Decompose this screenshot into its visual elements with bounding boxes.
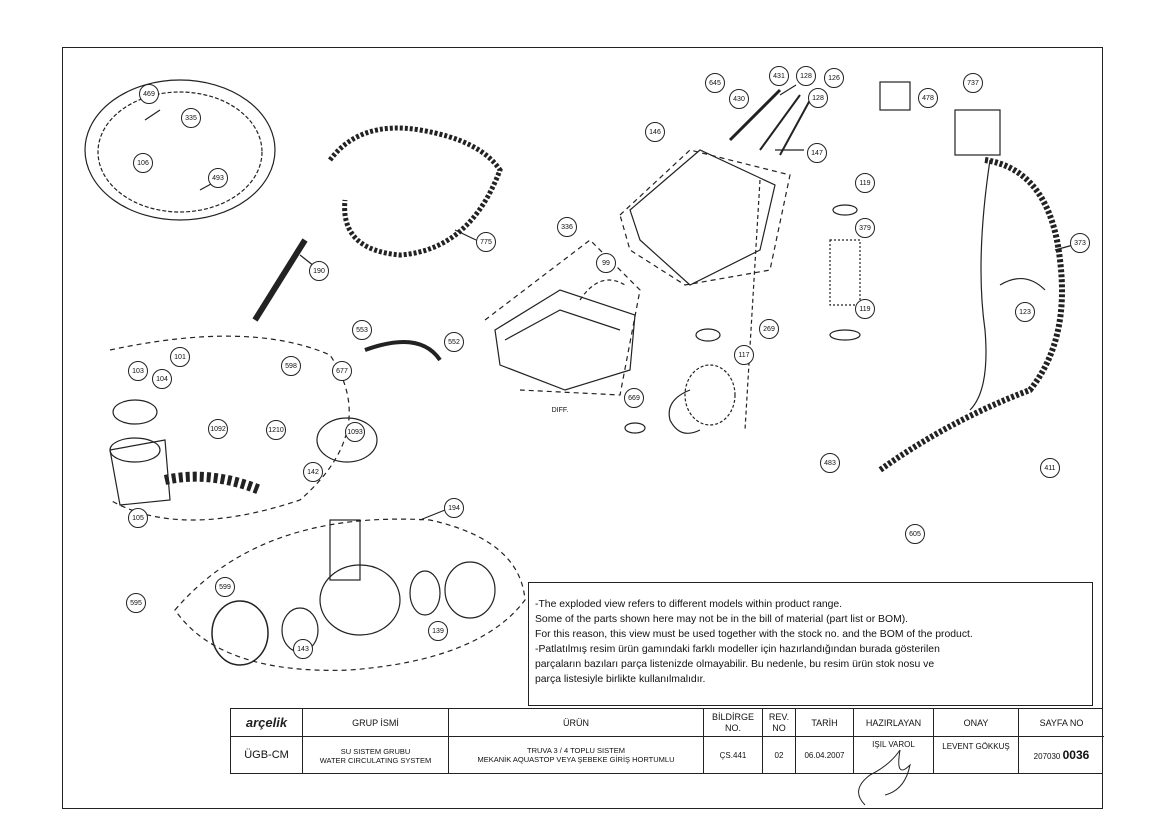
- header-bildirge-line2: NO.: [724, 723, 741, 733]
- callout-411: 411: [1040, 458, 1060, 478]
- exploded-view-notice: -The exploded view refers to different m…: [528, 582, 1093, 706]
- detergent-drawer-part: [494, 289, 636, 391]
- callout-126: 126: [824, 68, 844, 88]
- header-hazirlayan: HAZIRLAYAN: [854, 709, 934, 737]
- callout-119: 119: [855, 173, 875, 193]
- callout-478: 478: [918, 88, 938, 108]
- callout-146: 146: [645, 122, 665, 142]
- callout-106: 106: [133, 153, 153, 173]
- product-line1: TRUVA 3 / 4 TOPLU SISTEM: [527, 746, 625, 755]
- callout-147: 147: [807, 143, 827, 163]
- callout-190: 190: [309, 261, 329, 281]
- group-name-tr: SU SISTEM GRUBU: [340, 747, 411, 756]
- callout-99: 99: [596, 253, 616, 273]
- callout-269: 269: [759, 319, 779, 339]
- callout-123: 123: [1015, 302, 1035, 322]
- group-name: SU SISTEM GRUBU WATER CIRCULATING SYSTEM: [303, 737, 449, 774]
- callout-469: 469: [139, 84, 159, 104]
- callout-104: 104: [152, 369, 172, 389]
- callout-1210: 1210: [266, 420, 286, 440]
- header-grup-ismi: GRUP İSMİ: [303, 709, 449, 737]
- callout-128: 128: [808, 88, 828, 108]
- notice-en-1: -The exploded view refers to different m…: [535, 599, 843, 610]
- prepared-by-value: IŞIL VAROL: [854, 737, 934, 774]
- callout-737: 737: [963, 73, 983, 93]
- callout-101: 101: [170, 347, 190, 367]
- callout-335: 335: [181, 108, 201, 128]
- header-onay: ONAY: [934, 709, 1019, 737]
- callout-669: 669: [624, 388, 644, 408]
- callout-379: 379: [855, 218, 875, 238]
- callout-194: 194: [444, 498, 464, 518]
- bildirge-value: ÇS.441: [704, 737, 763, 774]
- callout-143: 143: [293, 639, 313, 659]
- header-rev: REV. NO: [763, 709, 796, 737]
- header-bildirge: BİLDİRGE NO.: [704, 709, 763, 737]
- notice-tr-3: parça listesiyle birlikte kullanılmalıdı…: [535, 674, 706, 685]
- callout-645: 645: [705, 73, 725, 93]
- page-num: 0036: [1062, 748, 1090, 762]
- drain-hose-part: [328, 125, 503, 258]
- header-rev-line2: NO: [772, 723, 786, 733]
- notice-en-3: For this reason, this view must be used …: [535, 629, 973, 640]
- callout-128: 128: [796, 66, 816, 86]
- product-line2: MEKANİK AQUASTOP VEYA ŞEBEKE GİRİŞ HORTU…: [477, 755, 675, 764]
- callout-431: 431: [769, 66, 789, 86]
- page-prefix: 207030: [1033, 752, 1061, 761]
- header-tarih: TARİH: [796, 709, 854, 737]
- page-number: 207030 0036: [1019, 737, 1104, 774]
- header-sayfa-no: SAYFA NO: [1019, 709, 1104, 737]
- callout-103: 103: [128, 361, 148, 381]
- rev-value: 02: [763, 737, 796, 774]
- callout-493: 493: [208, 168, 228, 188]
- inlet-hose-part: [878, 157, 1065, 473]
- pump-outline: [174, 518, 526, 671]
- callout-diff: DIFF.: [551, 407, 569, 414]
- callout-119: 119: [855, 299, 875, 319]
- callout-605: 605: [905, 524, 925, 544]
- callout-595: 595: [126, 593, 146, 613]
- callout-775: 775: [476, 232, 496, 252]
- notice-tr-1: -Patlatılmış resim ürün gamındaki farklı…: [535, 644, 940, 655]
- callout-139: 139: [428, 621, 448, 641]
- callout-599: 599: [215, 577, 235, 597]
- drawer-housing-part: [629, 149, 776, 286]
- callout-677: 677: [332, 361, 352, 381]
- title-block: arçelik GRUP İSMİ ÜRÜN BİLDİRGE NO. REV.…: [230, 708, 1104, 774]
- callout-117: 117: [734, 345, 754, 365]
- callout-105: 105: [128, 508, 148, 528]
- approved-by-value: LEVENT GÖKKUŞ: [934, 737, 1019, 774]
- callout-598: 598: [281, 356, 301, 376]
- hose-ring-part: [84, 79, 276, 221]
- group-name-en: WATER CIRCULATING SYSTEM: [319, 756, 432, 765]
- header-urun: ÜRÜN: [449, 709, 704, 737]
- brand-logo: arçelik: [231, 709, 303, 737]
- filter-housing-part: [109, 439, 171, 506]
- date-value: 06.04.2007: [796, 737, 854, 774]
- product-name: TRUVA 3 / 4 TOPLU SISTEM MEKANİK AQUASTO…: [449, 737, 704, 774]
- callout-336: 336: [557, 217, 577, 237]
- header-rev-line1: REV.: [768, 712, 790, 722]
- callout-142: 142: [303, 462, 323, 482]
- header-bildirge-line1: BİLDİRGE: [711, 712, 754, 722]
- callout-1092: 1092: [208, 419, 228, 439]
- handwritten-signature: [858, 749, 911, 806]
- group-code: ÜGB-CM: [231, 737, 303, 774]
- callout-1093: 1093: [345, 422, 365, 442]
- notice-en-2: Some of the parts shown here may not be …: [535, 614, 909, 625]
- pump-filter-part: [211, 600, 269, 666]
- notice-tr-2: parçaların bazıları parça listenizde olm…: [535, 659, 935, 670]
- callout-552: 552: [444, 332, 464, 352]
- callout-553: 553: [352, 320, 372, 340]
- callout-373: 373: [1070, 233, 1090, 253]
- drawing-frame: [62, 47, 1103, 809]
- callout-483: 483: [820, 453, 840, 473]
- callout-430: 430: [729, 89, 749, 109]
